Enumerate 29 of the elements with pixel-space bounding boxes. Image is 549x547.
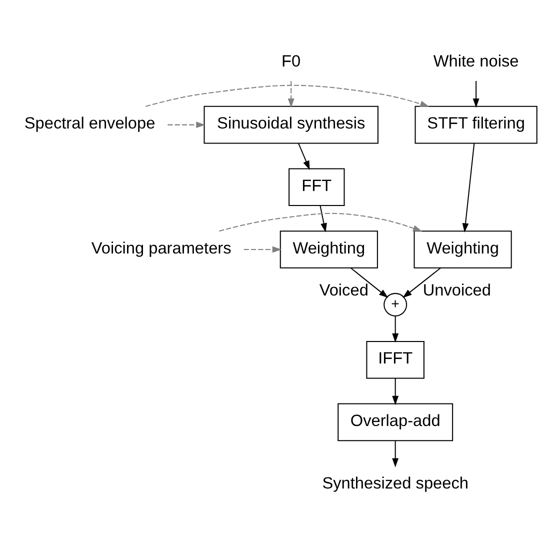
node-box: STFT filtering	[414, 106, 538, 144]
arrow	[298, 143, 310, 170]
edge-label: Voiced	[319, 282, 368, 300]
arrow	[288, 80, 294, 108]
arrow	[320, 206, 327, 232]
node-text: F0	[282, 52, 301, 70]
node-box: Weighting	[414, 230, 512, 268]
arrow	[392, 378, 399, 406]
node-text: Synthesized speech	[322, 474, 468, 492]
arrow	[392, 316, 399, 343]
arrow	[472, 80, 480, 108]
arrow	[462, 143, 475, 232]
node-box: Sinusoidal synthesis	[204, 106, 378, 144]
node-text: White noise	[433, 52, 519, 70]
node-box: FFT	[288, 168, 345, 206]
arrow	[402, 268, 442, 298]
node-box: Overlap-add	[338, 403, 454, 442]
arrow	[392, 440, 399, 468]
arrow	[146, 84, 430, 107]
arrow	[350, 268, 388, 298]
arrow	[219, 212, 422, 232]
node-text: Voicing parameters	[91, 239, 232, 258]
arrow	[244, 246, 282, 253]
node-circle: +	[384, 292, 408, 316]
edge-label: Unvoiced	[422, 282, 491, 300]
node-box: IFFT	[366, 340, 424, 379]
node-box: Weighting	[280, 230, 378, 268]
node-text: Spectral envelope	[24, 114, 156, 133]
arrow	[168, 122, 206, 128]
